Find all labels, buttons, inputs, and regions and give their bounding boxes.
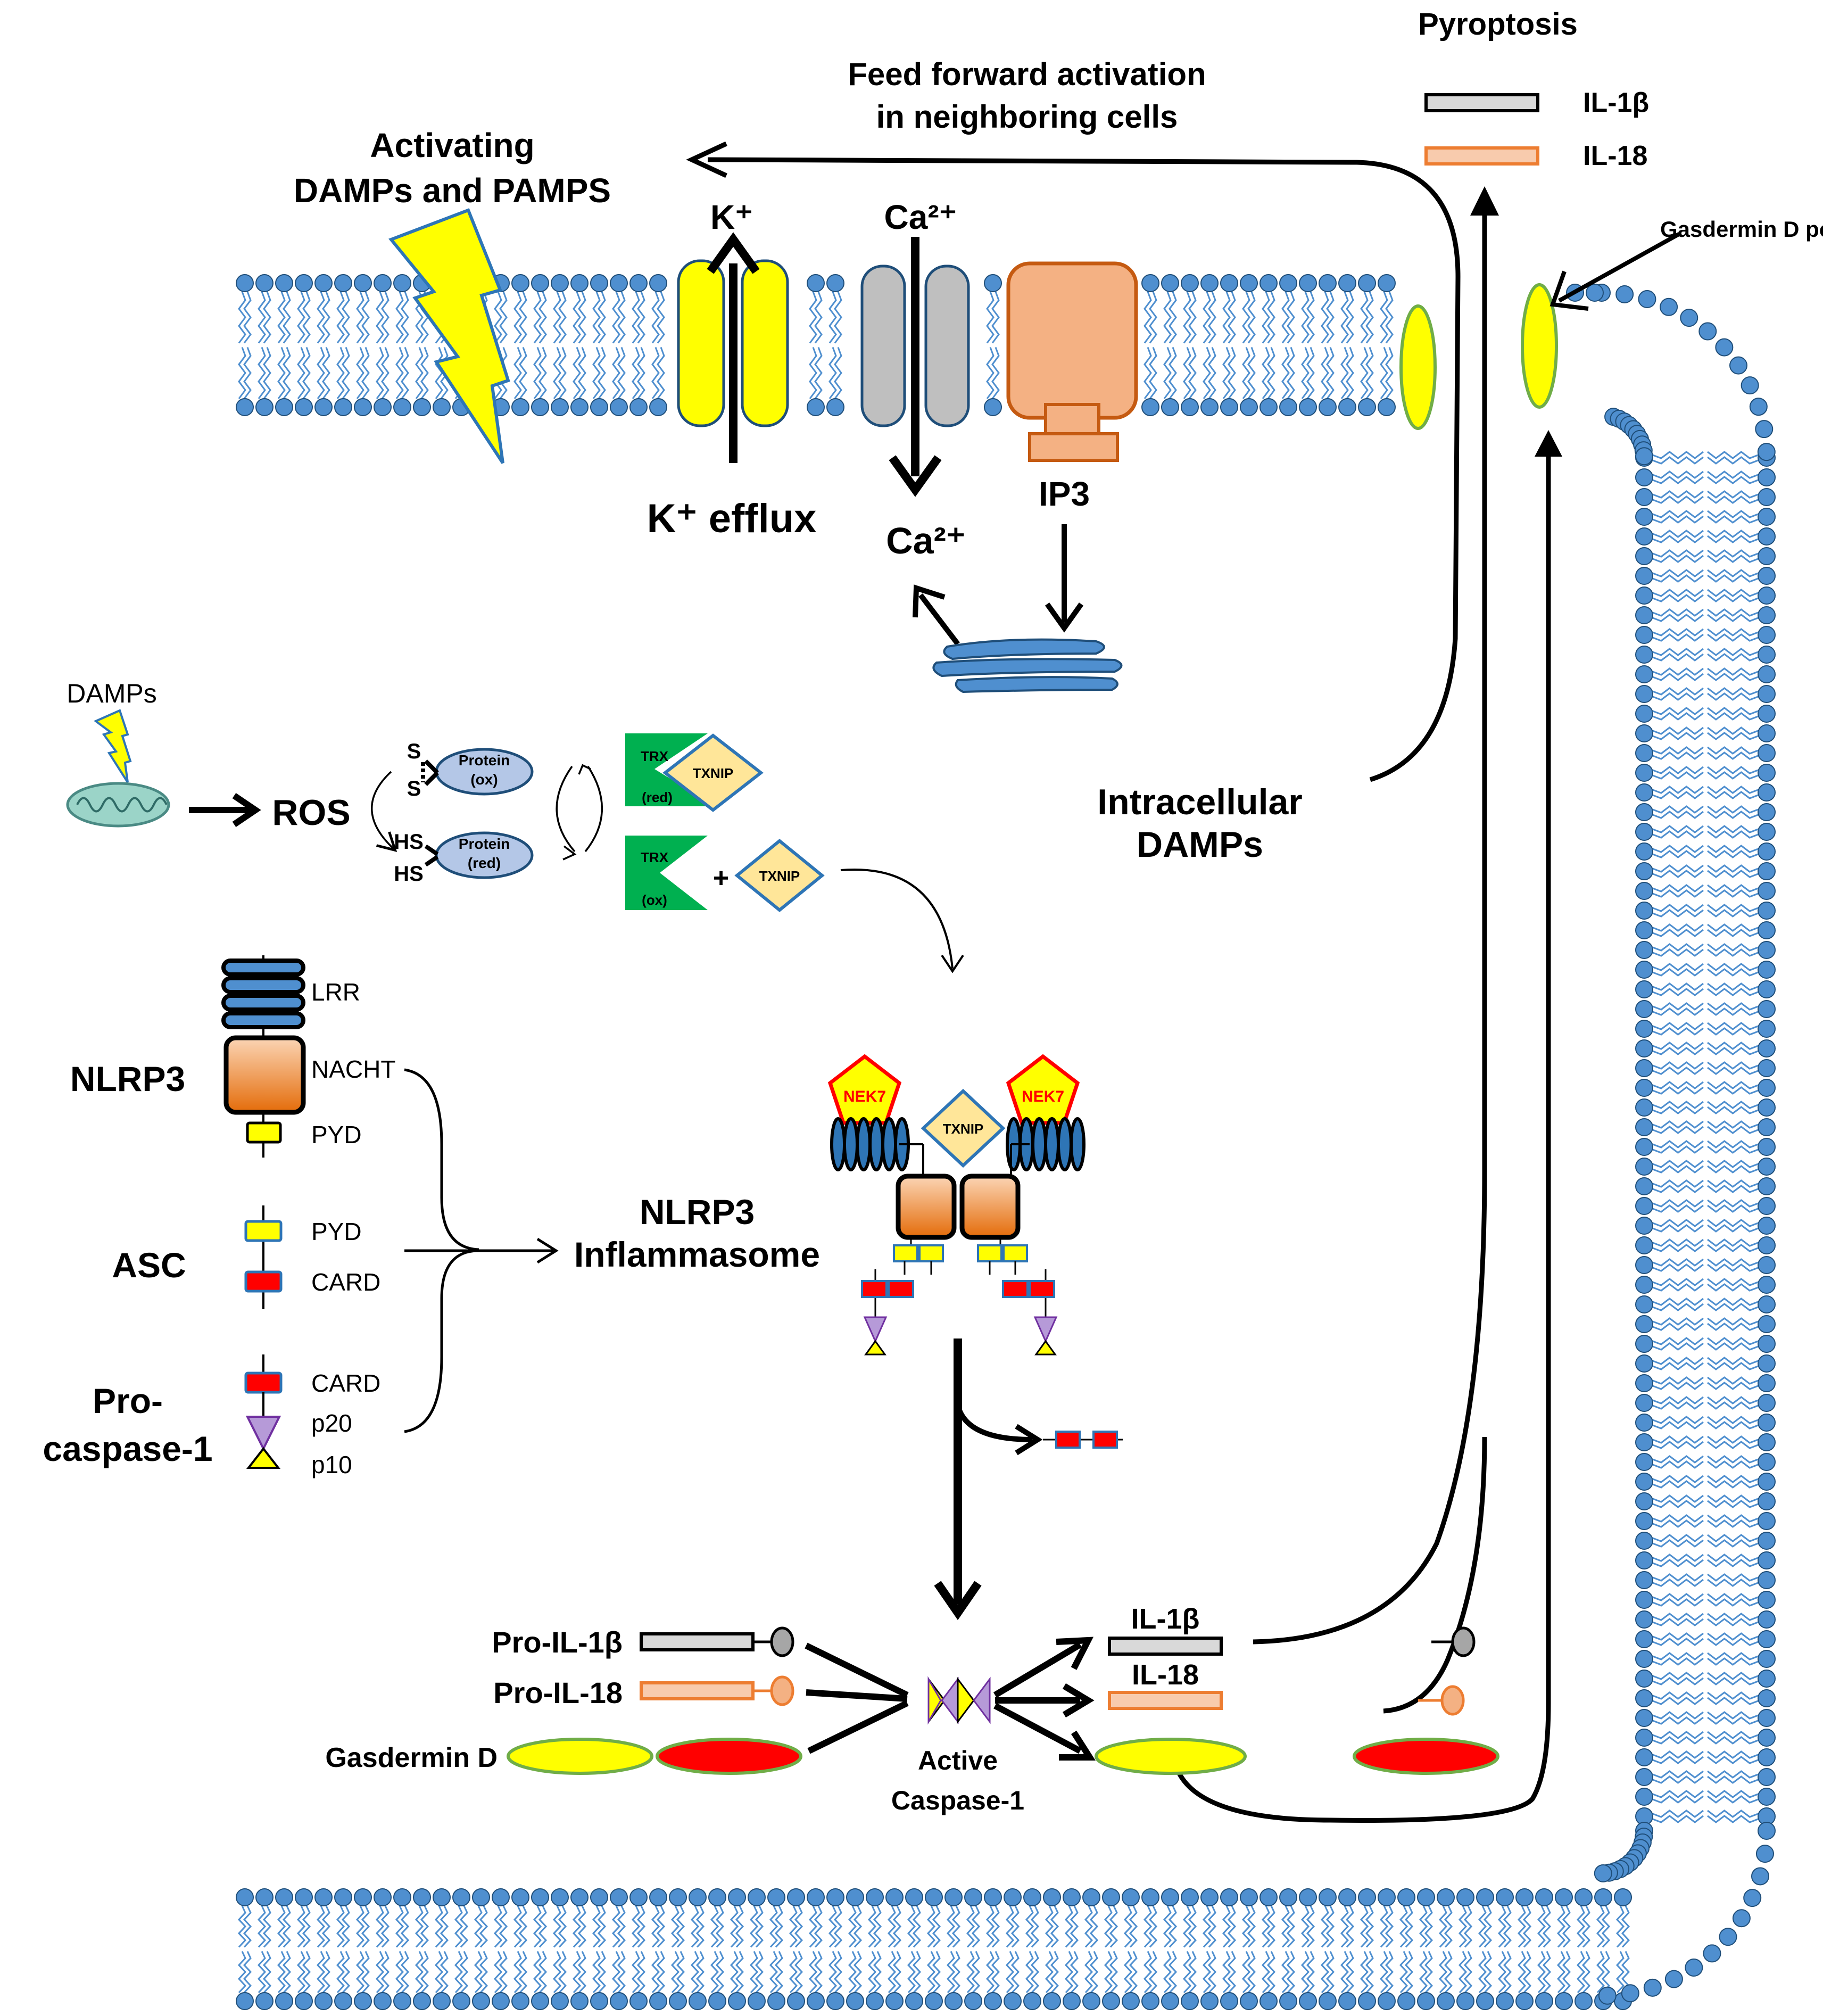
gasdermin-pore-right bbox=[1521, 283, 1558, 409]
activating-label-1: Activating bbox=[370, 126, 534, 164]
nek7-left-label: NEK7 bbox=[843, 1088, 886, 1105]
trx-ox-label: TRX bbox=[641, 849, 669, 865]
trx-ox-shape bbox=[625, 836, 708, 910]
pyd-label-asc: PYD bbox=[311, 1218, 362, 1245]
procaspase-title-1: Pro- bbox=[93, 1381, 163, 1420]
gasdermin-d-c-cleaved bbox=[1353, 1738, 1499, 1775]
inflammasome-complex bbox=[827, 1054, 1085, 1356]
il1b-label: IL-1β bbox=[1131, 1603, 1200, 1635]
ip3-label: IP3 bbox=[1039, 475, 1090, 513]
il18-shape bbox=[1108, 1691, 1223, 1710]
gasdermin-pore-left bbox=[1399, 304, 1437, 430]
card-domain-caspase bbox=[244, 1371, 283, 1394]
active-caspase-label-2: Caspase-1 bbox=[891, 1786, 1024, 1815]
activating-label-2: DAMPs and PAMPS bbox=[294, 171, 611, 210]
feed-forward-label-1: Feed forward activation bbox=[848, 56, 1206, 92]
ca-channel bbox=[860, 265, 970, 427]
il1b-shape bbox=[1108, 1637, 1223, 1656]
il18-legend-label: IL-18 bbox=[1583, 141, 1647, 171]
gasdermin-pore-label: Gasdermin D pore bbox=[1660, 217, 1823, 242]
protein-red-label-2: (red) bbox=[468, 855, 501, 871]
k-channel bbox=[677, 259, 789, 427]
p20-label: p20 bbox=[311, 1409, 352, 1437]
s-label-2: S bbox=[407, 777, 421, 800]
protein-ox-label-2: (ox) bbox=[470, 771, 498, 788]
mitochondrion-icon bbox=[66, 782, 170, 828]
pro-il18-label: Pro-IL-18 bbox=[493, 1676, 623, 1709]
txnip-free-label: TXNIP bbox=[759, 868, 800, 884]
damps-bolt-icon bbox=[94, 709, 132, 783]
il18-legend-bar bbox=[1424, 146, 1539, 166]
il1b-legend-bar bbox=[1424, 93, 1539, 112]
card-label-asc: CARD bbox=[311, 1268, 380, 1296]
protein-ox-label-1: Protein bbox=[459, 752, 510, 769]
inflammasome-title-2: Inflammasome bbox=[574, 1235, 820, 1274]
txnip-complex-label: TXNIP bbox=[943, 1121, 984, 1137]
damps-label: DAMPs bbox=[67, 679, 156, 708]
card-domain-asc bbox=[244, 1270, 283, 1293]
pyd-label-nlrp3: PYD bbox=[311, 1121, 362, 1149]
lightning-bolt-icon bbox=[388, 208, 510, 464]
ca-top-label: Ca²⁺ bbox=[884, 198, 957, 236]
pro-il1b-shape bbox=[640, 1632, 755, 1651]
il18-label: IL-18 bbox=[1132, 1659, 1199, 1691]
trx-ox-state: (ox) bbox=[642, 892, 667, 908]
hs-label-1: HS bbox=[394, 830, 424, 854]
nacht-domain bbox=[223, 1035, 306, 1115]
ca-bottom-label: Ca²⁺ bbox=[886, 520, 966, 561]
cell-membrane bbox=[236, 274, 1776, 2010]
k-efflux-label: K⁺ efflux bbox=[647, 496, 817, 541]
released-card-2 bbox=[1092, 1431, 1118, 1449]
txnip-bound bbox=[662, 733, 764, 812]
pyroptosis-label: Pyroptosis bbox=[1418, 7, 1578, 42]
gasdermin-d-n bbox=[507, 1738, 653, 1775]
inflammasome-title-1: NLRP3 bbox=[640, 1192, 755, 1232]
nek7-right-label: NEK7 bbox=[1022, 1088, 1064, 1105]
card-label-caspase: CARD bbox=[311, 1369, 380, 1397]
plus-sign: + bbox=[713, 863, 729, 894]
ros-label: ROS bbox=[272, 792, 350, 833]
trx-red-label: TRX bbox=[641, 748, 669, 764]
nlrp3-title: NLRP3 bbox=[70, 1059, 185, 1098]
ip3-receptor bbox=[1006, 261, 1138, 462]
k-plus-label: K⁺ bbox=[710, 198, 753, 236]
nacht-label: NACHT bbox=[311, 1055, 395, 1083]
asc-title: ASC bbox=[112, 1245, 186, 1285]
trx-red-shape bbox=[625, 733, 716, 806]
active-caspase-label-1: Active bbox=[918, 1746, 998, 1775]
lrr-domain bbox=[221, 959, 305, 1029]
feed-forward-arrow bbox=[707, 157, 1461, 782]
pyd-domain-nlrp3 bbox=[246, 1121, 282, 1144]
hs-label-2: HS bbox=[394, 862, 424, 886]
pro-il1b-label: Pro-IL-1β bbox=[492, 1625, 623, 1659]
txnip-free bbox=[734, 839, 825, 912]
endoplasmic-reticulum bbox=[932, 638, 1123, 693]
p20-domain bbox=[245, 1416, 281, 1451]
trx-red-state: (red) bbox=[642, 789, 673, 805]
protein-red-label-1: Protein bbox=[459, 836, 510, 852]
p10-label: p10 bbox=[311, 1451, 352, 1478]
released-card-1 bbox=[1055, 1431, 1081, 1449]
p10-domain bbox=[246, 1447, 281, 1469]
s-label-1: S bbox=[407, 740, 421, 763]
intracellular-label-1: Intracellular bbox=[1097, 782, 1303, 822]
txnip-bound-label: TXNIP bbox=[693, 765, 734, 781]
il1b-legend-label: IL-1β bbox=[1583, 87, 1649, 118]
lrr-label: LRR bbox=[311, 978, 360, 1006]
gasdermin-d-c bbox=[656, 1738, 802, 1775]
active-caspase-1 bbox=[927, 1676, 991, 1725]
pro-il18-shape bbox=[640, 1681, 755, 1700]
gasdermin-d-n-cleaved bbox=[1095, 1738, 1247, 1775]
procaspase-title-2: caspase-1 bbox=[43, 1429, 212, 1468]
pyd-domain-asc bbox=[244, 1220, 283, 1242]
gasdermin-d-label: Gasdermin D bbox=[325, 1742, 498, 1773]
feed-forward-label-2: in neighboring cells bbox=[876, 99, 1178, 135]
intracellular-label-2: DAMPs bbox=[1137, 824, 1263, 865]
